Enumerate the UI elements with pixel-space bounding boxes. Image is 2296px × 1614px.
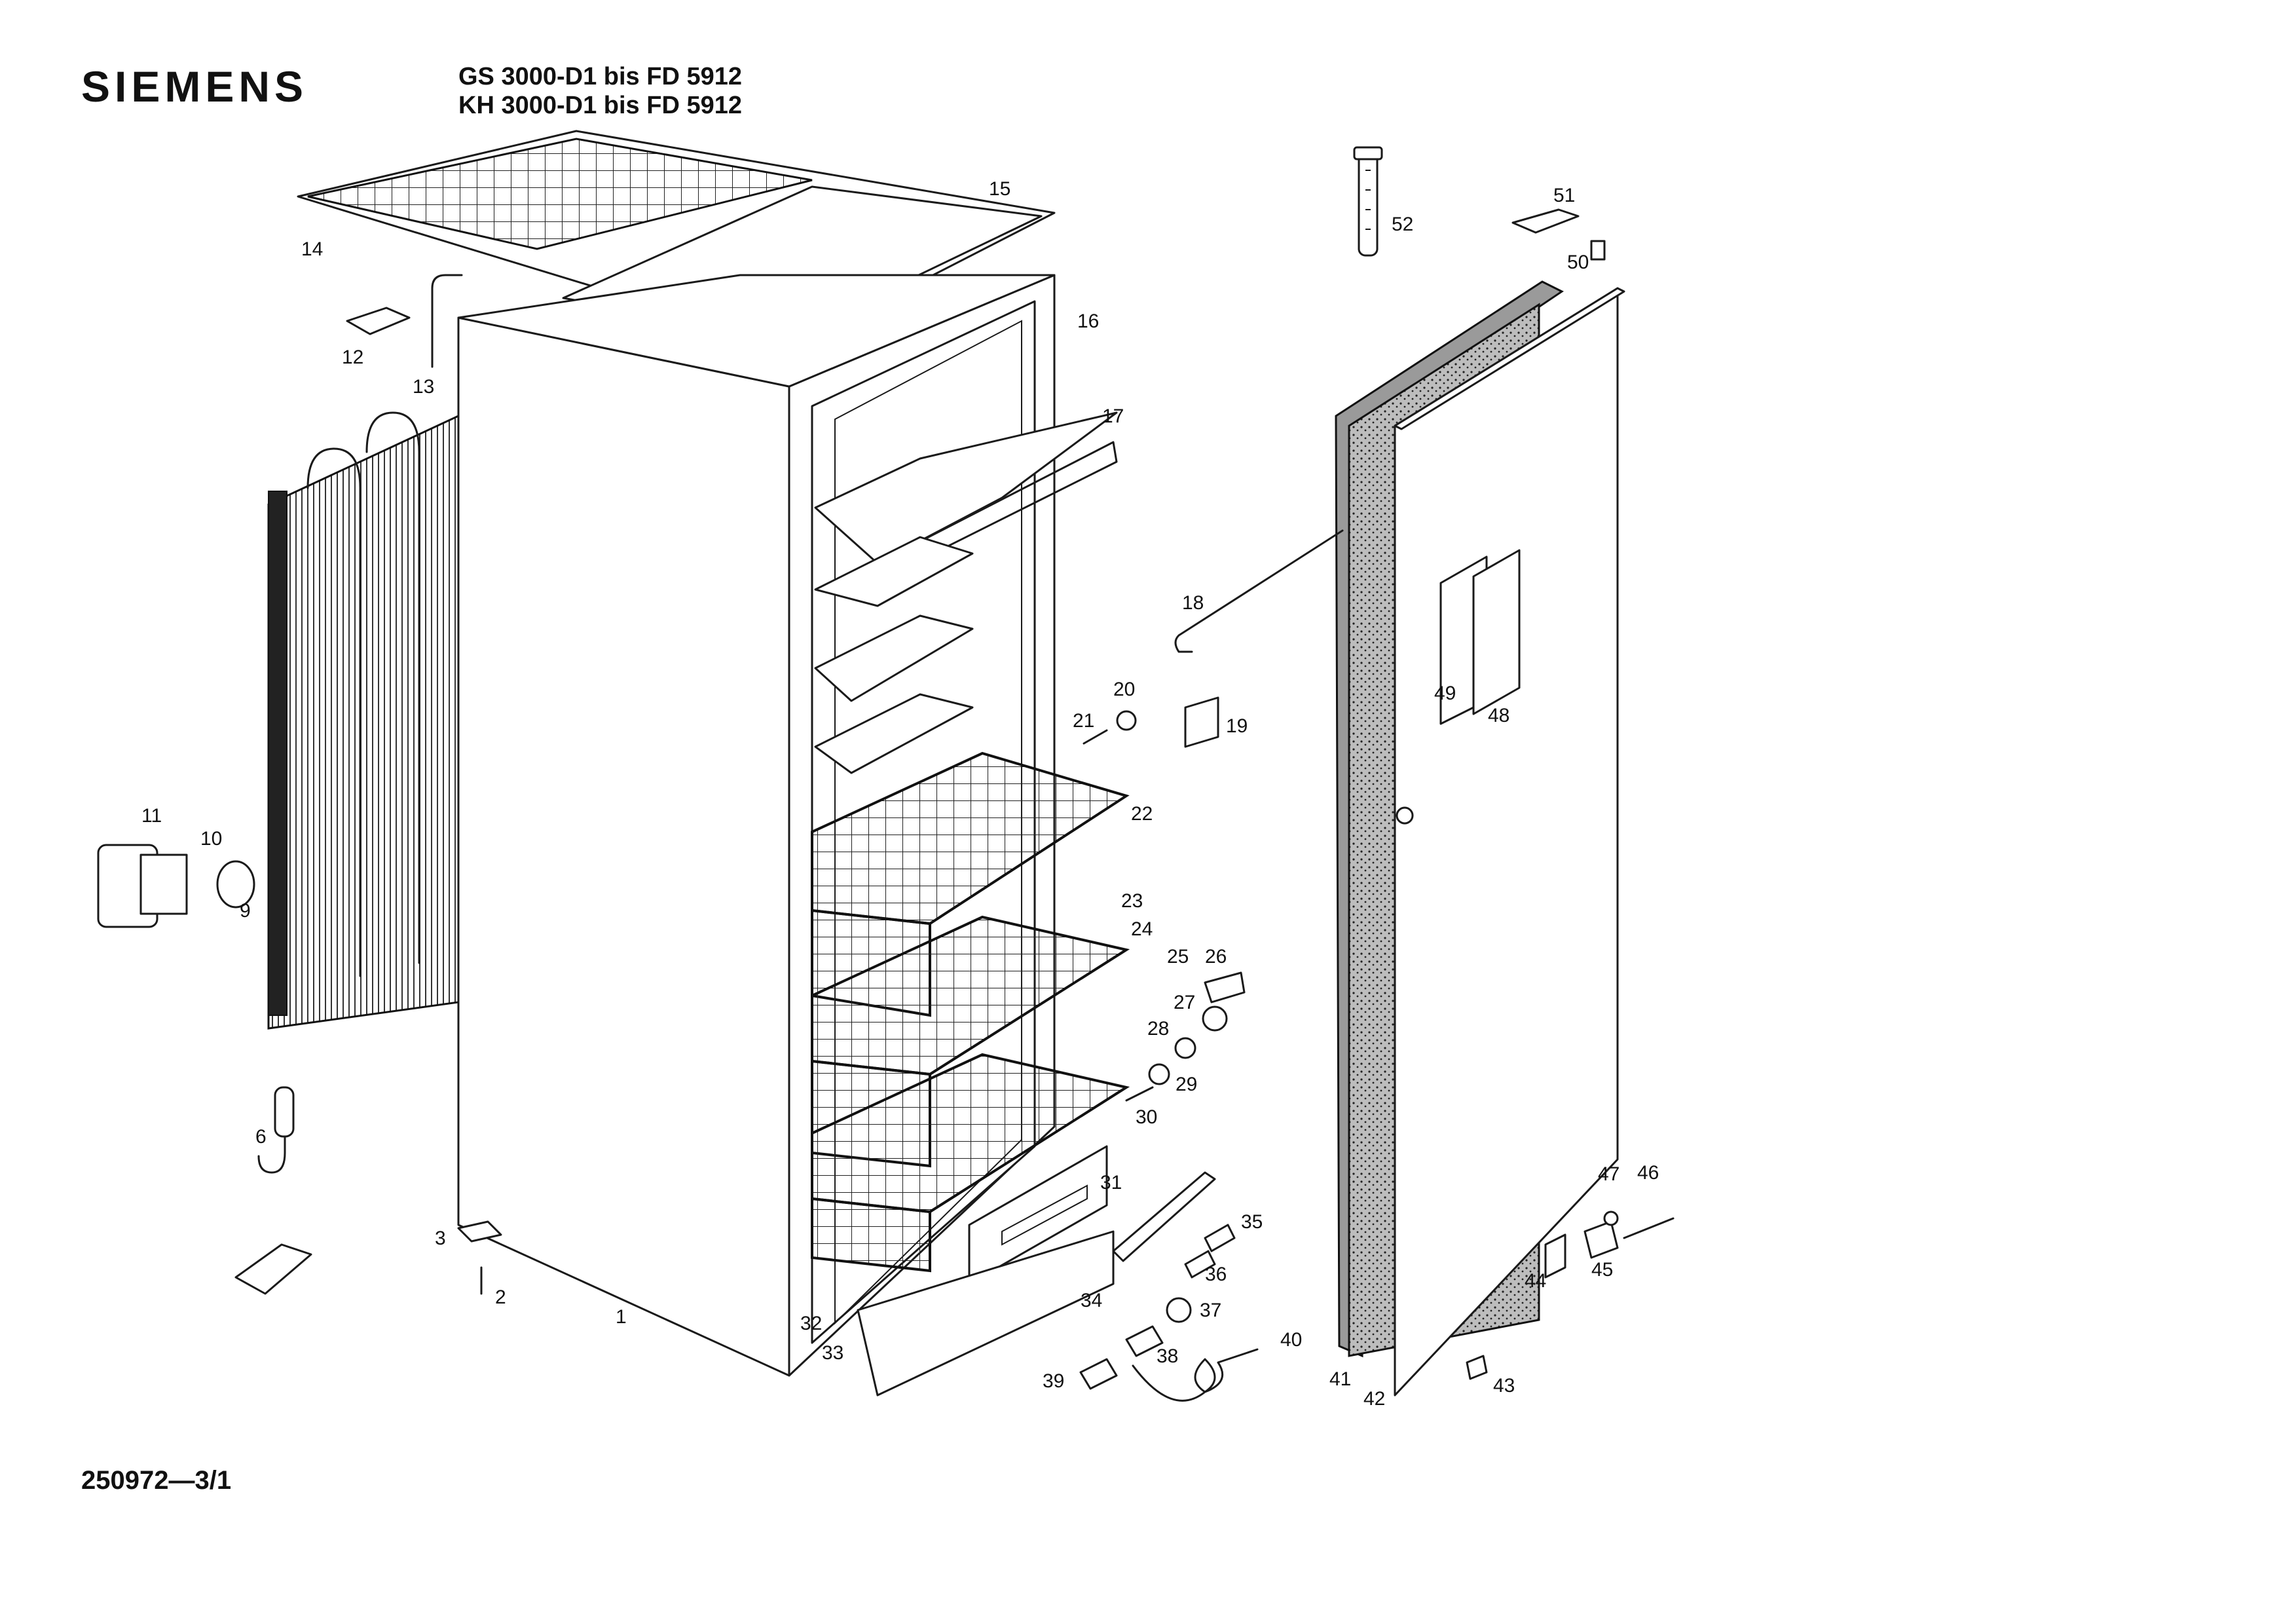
callout-47: 47 [1598,1163,1620,1185]
callout-44: 44 [1525,1270,1546,1292]
callout-23: 23 [1121,890,1143,912]
door-assembly [1335,280,1625,1397]
callout-26: 26 [1205,946,1227,967]
model-range-line-1: GS 3000-D1 bis FD 5912 [458,63,742,90]
callout-25: 25 [1167,946,1189,967]
callout-50: 50 [1567,252,1589,273]
callout-labels: 1 2 3 6 9 10 11 12 13 14 15 16 17 18 19 … [141,178,1659,1410]
callout-10: 10 [200,828,222,850]
callout-30: 30 [1136,1106,1157,1128]
freezer-baskets [811,751,1130,1273]
callout-52: 52 [1392,214,1413,235]
callout-14: 14 [301,238,323,260]
callout-28: 28 [1147,1018,1169,1040]
callout-31: 31 [1100,1172,1122,1193]
model-range-line-2: KH 3000-D1 bis FD 5912 [458,92,742,119]
callout-40: 40 [1280,1329,1302,1351]
callout-19: 19 [1226,715,1248,737]
thermometer [1353,146,1383,257]
callout-48: 48 [1488,705,1509,726]
drawer-flap [857,1145,1115,1397]
callout-38: 38 [1157,1345,1178,1367]
callout-36: 36 [1205,1264,1227,1285]
siemens-logo: SIEMENS [81,62,308,111]
callout-6: 6 [255,1126,267,1148]
callout-9: 9 [240,900,251,922]
callout-32: 32 [800,1313,822,1334]
callout-24: 24 [1131,918,1153,940]
callout-21: 21 [1073,710,1094,732]
callout-39: 39 [1043,1370,1064,1392]
callout-34: 34 [1081,1290,1102,1311]
top-hinge [1511,208,1606,261]
callout-33: 33 [822,1342,843,1364]
callout-3: 3 [435,1228,446,1249]
glass-shelves [814,411,1118,774]
document-number: 250972—3/1 [81,1466,232,1495]
callout-11: 11 [141,805,162,827]
callout-2: 2 [495,1286,506,1308]
callout-15: 15 [989,178,1010,200]
callout-20: 20 [1113,679,1135,700]
callout-1: 1 [616,1306,627,1328]
callout-18: 18 [1182,592,1204,614]
callout-42: 42 [1363,1388,1385,1410]
callout-13: 13 [413,376,434,398]
callout-29: 29 [1176,1074,1197,1095]
callout-22: 22 [1131,803,1153,825]
callout-45: 45 [1591,1259,1613,1281]
callout-41: 41 [1329,1368,1351,1390]
callout-12: 12 [342,347,363,368]
callout-27: 27 [1174,992,1195,1013]
small-parts [97,274,1675,1402]
callout-46: 46 [1637,1162,1659,1184]
condenser-coil [267,411,460,1030]
callout-37: 37 [1200,1300,1221,1321]
callout-43: 43 [1493,1375,1515,1397]
callout-17: 17 [1102,405,1124,427]
callout-35: 35 [1241,1211,1263,1233]
callout-49: 49 [1434,683,1456,704]
callout-51: 51 [1553,185,1575,206]
callout-16: 16 [1077,310,1099,332]
